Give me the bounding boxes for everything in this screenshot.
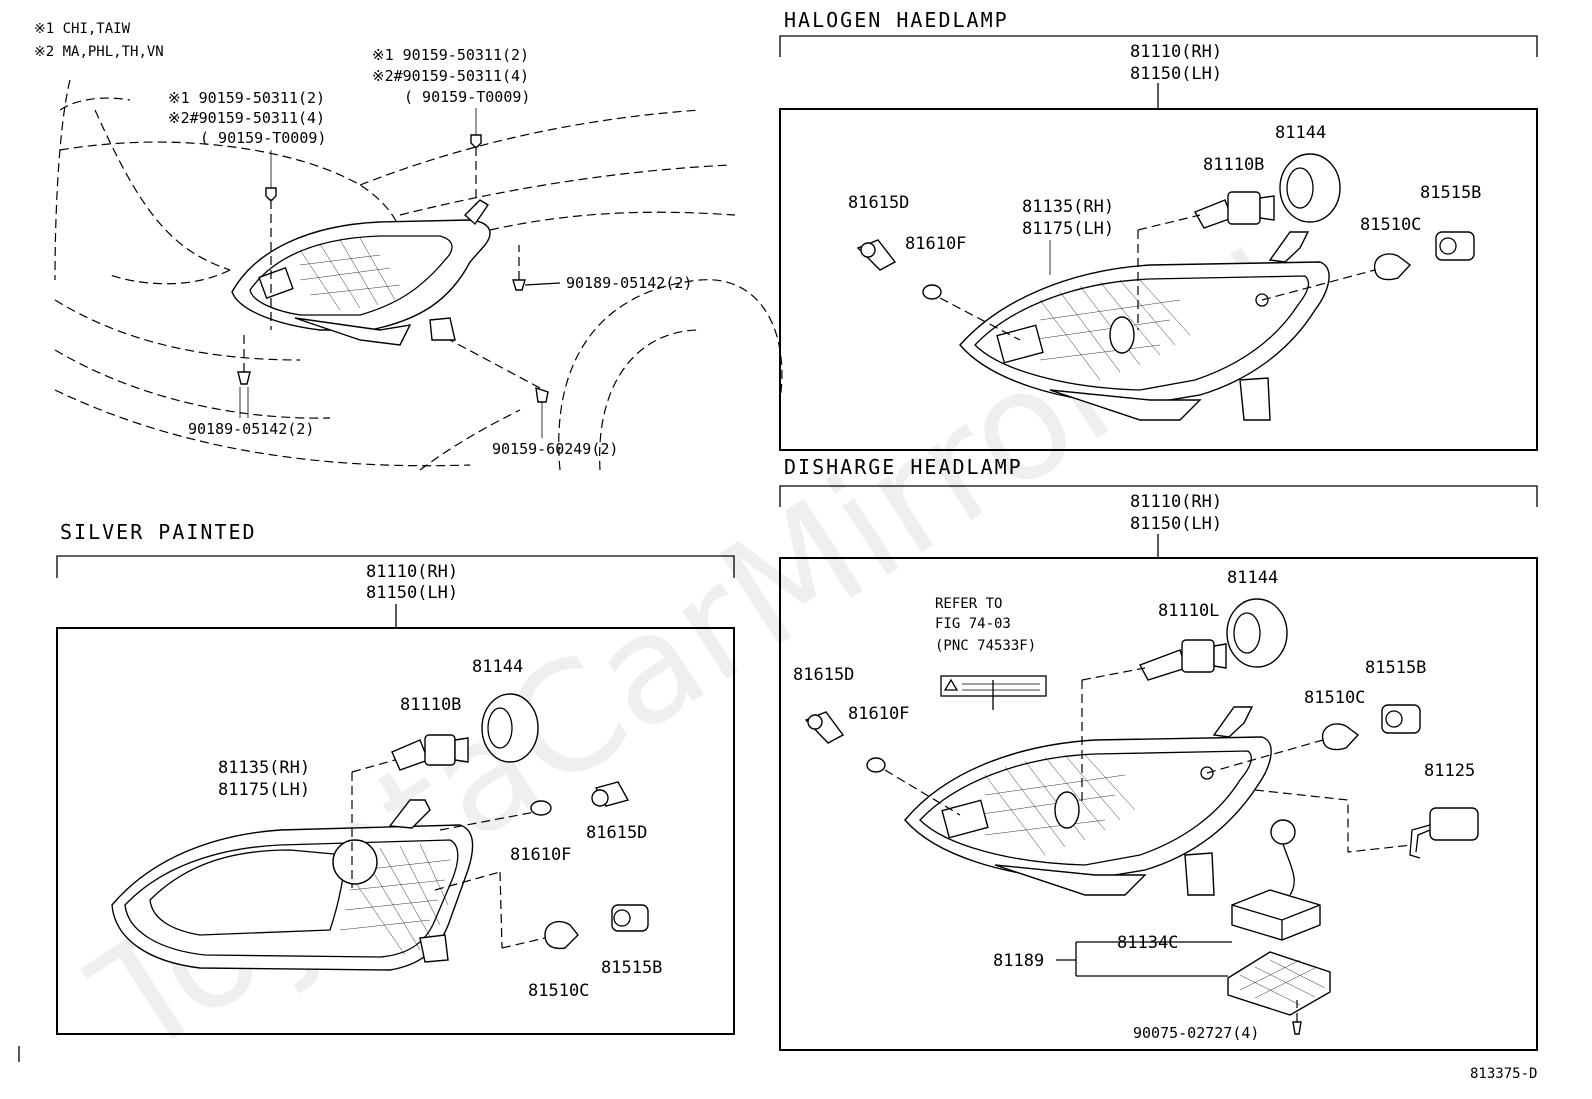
label-silver-socket-b: 81515B: [601, 958, 662, 978]
refer-to-fig-note: REFER TO FIG 74-03 (PNC 74533F): [935, 596, 1047, 697]
label-silver-bulb: 81110B: [400, 695, 461, 715]
title-silver-painted: SILVER PAINTED: [60, 520, 257, 544]
label-silver-unit-rh: 81135(RH): [218, 758, 310, 778]
discharge-cap-81144: [1226, 598, 1288, 668]
label-clip-bottom: 90189-05142(2): [188, 420, 314, 438]
label-screw-b-3: ( 90159-T0009): [404, 88, 530, 106]
discharge-socket-81125: [1409, 807, 1479, 859]
discharge-wedge-81610f: [866, 757, 886, 773]
discharge-socket-81515b: [1381, 704, 1421, 734]
discharge-bulb-81110l: [1139, 639, 1227, 681]
label-discharge-socket-d: 81615D: [793, 665, 854, 685]
silver-wedge-81610f: [530, 800, 552, 816]
label-screw-b-2: ※2#90159-50311(4): [372, 67, 529, 85]
label-halogen-socket-b: 81515B: [1420, 183, 1481, 203]
halogen-bulb-81510c: [1373, 253, 1412, 281]
label-discharge-socket-b: 81515B: [1365, 658, 1426, 678]
label-halogen-assy-rh: 81110(RH): [1130, 42, 1222, 62]
halogen-cap-81144: [1279, 153, 1341, 223]
label-discharge-assy-lh: 81150(LH): [1130, 514, 1222, 534]
label-halogen-wedge: 81610F: [905, 234, 966, 254]
discharge-bulb-81510c: [1321, 723, 1360, 751]
halogen-socket-81615d: [856, 239, 897, 271]
label-discharge-assy-rh: 81110(RH): [1130, 492, 1222, 512]
silver-cap-81144: [481, 693, 539, 763]
label-screw-a-1: ※1 90159-50311(2): [168, 89, 325, 107]
halogen-assembly-box: [779, 108, 1538, 451]
svg-text:FIG 74-03: FIG 74-03: [935, 616, 1011, 632]
label-silver-wedge: 81610F: [510, 845, 571, 865]
label-halogen-cap: 81144: [1275, 123, 1326, 143]
svg-text:REFER TO: REFER TO: [935, 596, 1002, 612]
label-silver-bulb-c: 81510C: [528, 981, 589, 1001]
halogen-headlamp-unit: [959, 231, 1330, 421]
discharge-cover: [1227, 951, 1331, 1016]
label-discharge-bulb: 81110L: [1158, 601, 1219, 621]
label-discharge-socket-25: 81125: [1424, 761, 1475, 781]
label-screw-a-2: ※2#90159-50311(4): [168, 109, 325, 127]
silver-socket-81515b: [611, 904, 649, 932]
halogen-socket-81515b: [1435, 231, 1475, 261]
figure-code: 813375-D: [1470, 1066, 1537, 1082]
label-discharge-ballast-set: 81189: [993, 951, 1044, 971]
label-discharge-bulb-c: 81510C: [1304, 688, 1365, 708]
label-screw-b-1: ※1 90159-50311(2): [372, 46, 529, 64]
label-bolt: 90159-60249(2): [492, 440, 618, 458]
vehicle-front-view: [54, 79, 783, 471]
silver-headlamp-unit: [111, 799, 474, 971]
note-region-2: ※2 MA,PHL,TH,VN: [34, 44, 164, 60]
label-halogen-unit-rh: 81135(RH): [1022, 197, 1114, 217]
label-silver-unit-lh: 81175(LH): [218, 780, 310, 800]
discharge-assembly-box: [779, 557, 1538, 1051]
label-clip-right: 90189-05142(2): [566, 274, 692, 292]
silver-bulb-81510c: [544, 920, 579, 950]
silver-bulb-81110b: [391, 734, 469, 771]
note-region-1: ※1 CHI,TAIW: [34, 21, 131, 37]
discharge-ballast-81134c: [1231, 819, 1321, 941]
svg-text:(PNC 74533F): (PNC 74533F): [935, 638, 1036, 654]
title-halogen-headlamp: HALOGEN HAEDLAMP: [784, 8, 1009, 32]
label-halogen-socket-d: 81615D: [848, 193, 909, 213]
title-discharge-headlamp: DISHARGE HEADLAMP: [784, 455, 1023, 479]
label-silver-cap: 81144: [472, 657, 523, 677]
halogen-bulb-81110b: [1193, 191, 1275, 229]
label-discharge-computer: 81134C: [1117, 933, 1178, 953]
label-silver-assy-lh: 81150(LH): [366, 583, 458, 603]
label-discharge-wedge: 81610F: [848, 704, 909, 724]
label-silver-socket-d: 81615D: [586, 823, 647, 843]
label-screw-a-3: ( 90159-T0009): [200, 129, 326, 147]
label-discharge-screw: 90075-02727(4): [1133, 1024, 1259, 1042]
silver-socket-81615d: [591, 781, 630, 807]
label-halogen-assy-lh: 81150(LH): [1130, 64, 1222, 84]
halogen-wedge-81610f: [922, 284, 942, 300]
label-halogen-bulb-c: 81510C: [1360, 215, 1421, 235]
label-silver-assy-rh: 81110(RH): [366, 562, 458, 582]
discharge-headlamp-unit: [904, 706, 1272, 896]
label-halogen-bulb: 81110B: [1203, 155, 1264, 175]
silver-assembly-box: [56, 627, 735, 1035]
discharge-socket-81615d: [804, 711, 845, 744]
label-discharge-cap: 81144: [1227, 568, 1278, 588]
label-halogen-unit-lh: 81175(LH): [1022, 219, 1114, 239]
